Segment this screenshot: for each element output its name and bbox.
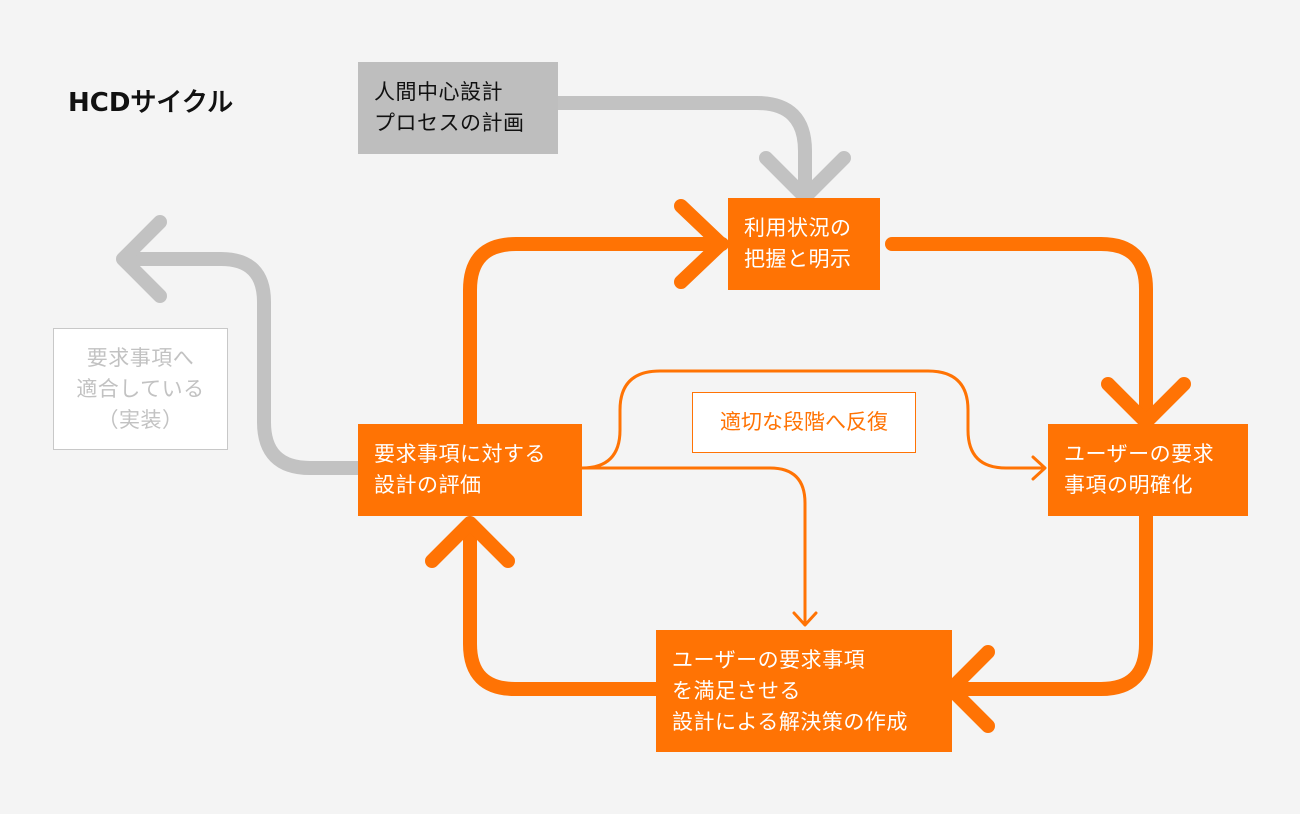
- diagram-title: HCDサイクル: [68, 88, 234, 118]
- exit-arrowhead: [116, 215, 167, 303]
- design-to-evaluate-arrow: [463, 517, 663, 696]
- evaluate-to-exit-arrow: [117, 252, 365, 475]
- design-solutions-node: ユーザーの要求事項 を満足させる 設計による解決策の作成: [656, 630, 952, 752]
- iterate-design-arrowhead: [792, 611, 818, 627]
- node-label-line: 人間中心設計: [374, 80, 503, 104]
- requirements-arrowhead: [1101, 377, 1191, 429]
- node-label-line: 設計の評価: [374, 473, 482, 497]
- node-label-line: ユーザーの要求: [1064, 442, 1215, 466]
- plan-to-context-arrow: [550, 96, 812, 203]
- requirements-met-node: 要求事項へ 適合している （実装）: [53, 328, 228, 450]
- requirements-to-design-arrow: [947, 509, 1153, 696]
- node-label-line: ユーザーの要求事項: [672, 647, 866, 672]
- evaluate-arrowhead: [425, 516, 515, 568]
- context-to-requirements-arrow: [885, 237, 1153, 427]
- node-label-line: 要求事項へ: [86, 345, 195, 370]
- node-label-line: 把握と明示: [744, 247, 852, 271]
- node-label-line: 設計による解決策の作成: [672, 709, 908, 734]
- context-arrowhead: [674, 199, 728, 289]
- iterate-to-requirements-arrow: [580, 369, 1046, 470]
- iterate-to-design-arrow: [580, 466, 807, 626]
- node-label-line: を満足させる: [672, 678, 801, 703]
- node-label-line: 適合している: [76, 376, 205, 401]
- iterate-label: 適切な段階へ反復: [692, 392, 916, 453]
- iterate-requirements-arrowhead: [1031, 455, 1047, 481]
- evaluate-to-context-arrow: [463, 237, 729, 431]
- user-requirements-node: ユーザーの要求 事項の明確化: [1048, 424, 1248, 516]
- node-label-line: 利用状況の: [744, 216, 852, 240]
- plan-arrowhead: [759, 151, 851, 204]
- evaluate-design-node: 要求事項に対する 設計の評価: [358, 424, 582, 516]
- node-label-line: 事項の明確化: [1064, 473, 1193, 497]
- node-label-line: プロセスの計画: [374, 111, 525, 135]
- context-of-use-node: 利用状況の 把握と明示: [728, 198, 880, 290]
- node-label-line: 要求事項に対する: [374, 442, 546, 466]
- node-label-line: （実装）: [97, 407, 184, 432]
- plan-process-node: 人間中心設計 プロセスの計画: [358, 62, 558, 154]
